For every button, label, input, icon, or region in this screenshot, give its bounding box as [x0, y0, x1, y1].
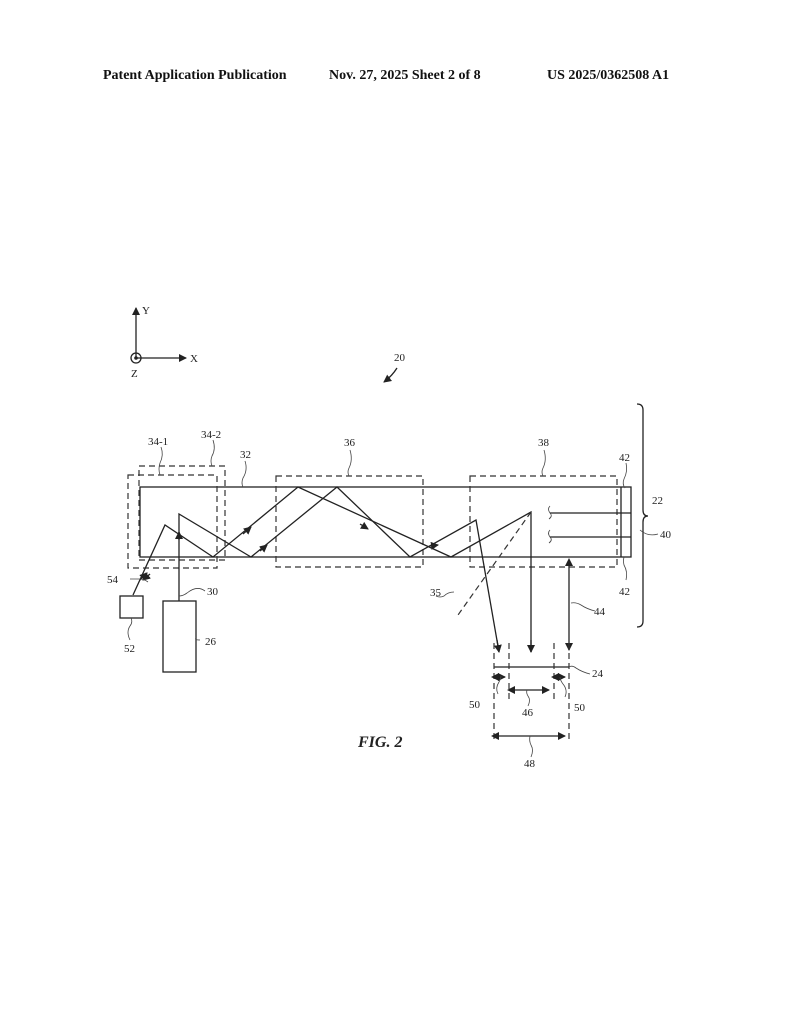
region-34-2	[138, 465, 226, 561]
label-20: 20	[394, 352, 406, 364]
ray-b	[178, 486, 500, 653]
label-46: 46	[522, 707, 534, 719]
publication-label: Patent Application Publication	[103, 68, 287, 83]
label-54: 54	[107, 574, 119, 586]
region-36	[275, 475, 424, 568]
label-38: 38	[538, 437, 550, 449]
drawing-line	[570, 602, 596, 612]
region-38	[469, 475, 618, 568]
drawing-line	[130, 352, 142, 364]
patent-number: US 2025/0362508 A1	[547, 68, 670, 83]
label-35: 35	[430, 587, 442, 599]
drawing-line	[259, 544, 268, 553]
drawing-line	[158, 446, 163, 476]
reference-label: Y	[142, 305, 150, 317]
drawing-line	[195, 637, 201, 641]
label-26: 26	[205, 636, 217, 648]
reference-label: X	[190, 353, 198, 365]
ray-a	[132, 486, 532, 652]
date-sheet-label: Nov. 27, 2025 Sheet 2 of 8	[329, 68, 481, 83]
drawing-line	[127, 439, 659, 758]
label-24: 24	[592, 668, 604, 680]
coordinate-axes: Y X Z	[130, 305, 198, 380]
label-50-left: 50	[469, 699, 481, 711]
drawing-line	[435, 591, 455, 598]
label-34-1: 34-1	[148, 436, 168, 448]
label-34-2: 34-2	[201, 429, 221, 441]
label-52: 52	[124, 643, 135, 655]
line-35	[457, 511, 532, 616]
label-40: 40	[660, 529, 672, 541]
drawing-line	[568, 665, 591, 675]
drawing-line	[178, 588, 206, 597]
drawing-line	[529, 735, 533, 758]
drawing-line	[130, 578, 149, 583]
label-44: 44	[594, 606, 606, 618]
label-30: 30	[207, 586, 219, 598]
light-source-26	[162, 600, 197, 673]
drawing-line	[548, 505, 552, 520]
drawing-line	[429, 541, 439, 550]
drawing-line	[548, 529, 552, 544]
drawing-line	[622, 462, 628, 489]
waveguide	[139, 486, 632, 558]
label-32: 32	[240, 449, 251, 461]
drawing-line	[359, 521, 369, 530]
drawing-line	[347, 449, 352, 477]
label-42-top: 42	[619, 452, 630, 464]
label-22: 22	[652, 495, 663, 507]
drawing-line	[383, 367, 398, 383]
component-52	[119, 595, 144, 619]
label-36: 36	[344, 437, 356, 449]
label-50-right: 50	[574, 702, 586, 714]
drawing-line	[559, 676, 567, 698]
drawing-line	[210, 439, 215, 467]
region-34-1	[127, 474, 218, 569]
drawing-line	[526, 689, 530, 707]
label-42-bottom: 42	[619, 586, 630, 598]
reference-label: Z	[131, 368, 138, 380]
drawing-line	[242, 526, 252, 535]
drawing-line	[134, 356, 138, 360]
drawing-line	[623, 556, 628, 581]
drawing-line	[496, 675, 502, 695]
drawing-line	[493, 639, 502, 653]
drawing-line	[541, 449, 546, 477]
label-48: 48	[524, 758, 536, 770]
drawing-line	[639, 529, 659, 536]
brace-22	[636, 403, 649, 628]
figure-caption: FIG. 2	[357, 734, 402, 751]
drawing-line	[127, 617, 133, 641]
drawing-line	[241, 460, 247, 488]
drawing-line	[142, 572, 151, 581]
